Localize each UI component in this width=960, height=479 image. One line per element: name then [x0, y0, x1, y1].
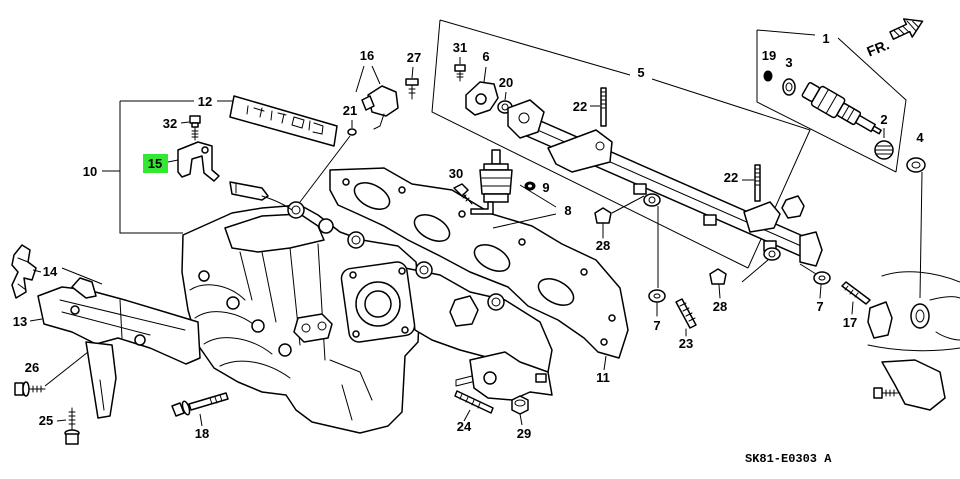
rail-cushions: [611, 193, 817, 288]
cable-bracket-13: [29, 277, 201, 419]
callout-31[interactable]: 31: [453, 40, 467, 55]
name-plate: [229, 95, 338, 147]
callout-7-left[interactable]: 7: [653, 318, 660, 333]
callout-11[interactable]: 11: [596, 370, 610, 385]
bolt-25: [56, 407, 80, 445]
water-passage-fitting: [455, 351, 553, 401]
callout-16[interactable]: 16: [360, 48, 374, 63]
group-10-bracket-lines: [102, 100, 233, 234]
callout-9[interactable]: 9: [542, 180, 549, 195]
stud-22-lower: [742, 164, 761, 202]
stud-17: [841, 281, 871, 315]
callout-1[interactable]: 1: [822, 31, 829, 46]
callout-32[interactable]: 32: [163, 116, 177, 131]
fuel-injector: [801, 82, 882, 135]
callout-12[interactable]: 12: [198, 94, 212, 109]
front-direction-arrow: FR.: [864, 18, 924, 60]
callout-15[interactable]: 15: [148, 156, 162, 171]
bolt-32: [180, 115, 201, 141]
callout-7-right[interactable]: 7: [816, 299, 823, 314]
callout-22-lower[interactable]: 22: [724, 170, 738, 185]
bolt-18: [171, 392, 229, 427]
callout-23[interactable]: 23: [679, 336, 693, 351]
bolt-31: [454, 57, 466, 82]
callout-28-lower[interactable]: 28: [713, 299, 727, 314]
fuel-rail: [507, 99, 823, 267]
callout-28-upper[interactable]: 28: [596, 238, 610, 253]
sensor-assembly-16: [355, 65, 399, 130]
insulator-2: [874, 128, 894, 160]
seal-19: [763, 70, 773, 82]
stud-22-upper: [590, 87, 607, 127]
o-ring-9: [524, 181, 536, 191]
callout-13[interactable]: 13: [13, 314, 27, 329]
callout-25[interactable]: 25: [39, 413, 53, 428]
fuel-pressure-regulator: [470, 149, 557, 229]
intake-manifold-gasket: [329, 167, 629, 359]
callout-2[interactable]: 2: [880, 112, 887, 127]
callout-26[interactable]: 26: [25, 360, 39, 375]
stud-23: [675, 298, 697, 337]
callout-8[interactable]: 8: [564, 203, 571, 218]
callout-10[interactable]: 10: [83, 164, 97, 179]
callout-29[interactable]: 29: [517, 426, 531, 441]
o-ring-3: [782, 78, 796, 96]
callout-17[interactable]: 17: [843, 315, 857, 330]
cap-29: [511, 395, 529, 426]
intake-manifold: [181, 181, 553, 434]
callout-19[interactable]: 19: [762, 48, 776, 63]
regulator-bracket-6: [465, 66, 499, 116]
bolt-26: [14, 351, 89, 397]
front-direction-label: FR.: [864, 36, 891, 59]
callout-6[interactable]: 6: [482, 49, 489, 64]
head-side-outline: [867, 271, 960, 411]
callout-24[interactable]: 24: [457, 419, 472, 434]
callout-30[interactable]: 30: [449, 166, 463, 181]
drawing-code: SK81-E0303 A: [745, 452, 832, 466]
o-ring-21: [299, 120, 357, 203]
callout-15-highlight: [143, 154, 168, 173]
stud-24: [454, 390, 494, 422]
callout-27[interactable]: 27: [407, 50, 421, 65]
seal-ring-7-left: [648, 289, 666, 317]
screw-27: [405, 66, 419, 100]
grommet-28-lower: [709, 268, 727, 299]
grommet-28-upper: [594, 207, 612, 239]
callout-20[interactable]: 20: [499, 75, 513, 90]
callout-labels: 1 2 3 4 5 6 7 7 8 9 10 11 12 13 14 15 16…: [13, 31, 925, 441]
cable-clip-14: [11, 244, 103, 299]
callout-3[interactable]: 3: [785, 55, 792, 70]
callout-4[interactable]: 4: [916, 130, 924, 145]
callout-21[interactable]: 21: [343, 103, 357, 118]
callout-22-upper[interactable]: 22: [573, 99, 587, 114]
gasket-11-leader: [603, 355, 607, 371]
seal-ring-4: [906, 157, 926, 299]
injector-group-1-bracket: [756, 29, 907, 173]
bolt-30: [453, 183, 473, 205]
seal-ring-7-right: [813, 271, 831, 299]
callout-5[interactable]: 5: [637, 65, 644, 80]
bracket-15: [167, 141, 220, 182]
callout-18[interactable]: 18: [195, 426, 209, 441]
callout-14[interactable]: 14: [43, 264, 58, 279]
